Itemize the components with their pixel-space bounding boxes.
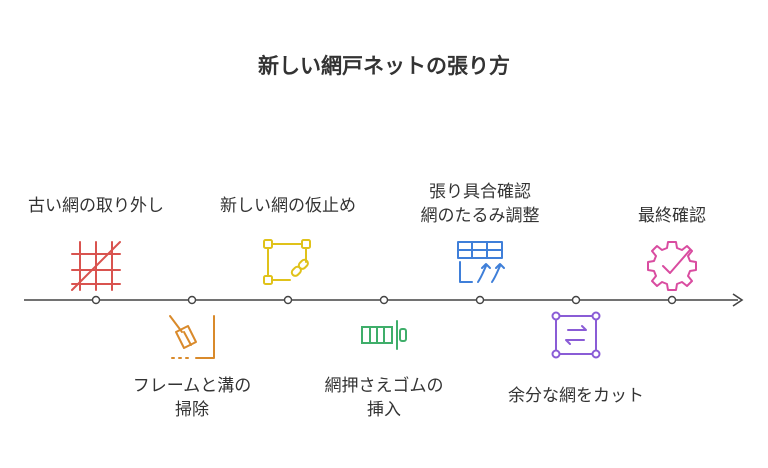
timeline-node (187, 295, 197, 305)
step-6-label: 余分な網をカット (508, 386, 644, 406)
swap-square-icon (551, 311, 601, 359)
grid-slash-icon (71, 241, 121, 291)
timeline-node (475, 295, 485, 305)
step-3-label: 新しい網の仮止め (220, 196, 356, 216)
diagram-title: 新しい網戸ネットの張り方 (258, 54, 510, 78)
timeline-node (379, 295, 389, 305)
table-arrows-icon (457, 241, 505, 283)
timeline-node (667, 295, 677, 305)
insert-strip-icon (361, 320, 407, 350)
step-2-label: フレームと溝の 掃除 (132, 376, 252, 420)
broom-icon (169, 315, 215, 359)
step-7-label: 最終確認 (638, 206, 706, 226)
timeline-node (283, 295, 293, 305)
gear-check-icon (647, 241, 697, 291)
step-4-label: 網押さえゴムの 挿入 (324, 376, 444, 420)
link-square-icon (263, 239, 311, 285)
timeline-node (91, 295, 101, 305)
step-5-label: 張り具合確認 網のたるみ調整 (420, 182, 540, 226)
timeline-node (571, 295, 581, 305)
step-1-label: 古い網の取り外し (28, 196, 164, 216)
timeline-arrowhead (732, 293, 744, 307)
